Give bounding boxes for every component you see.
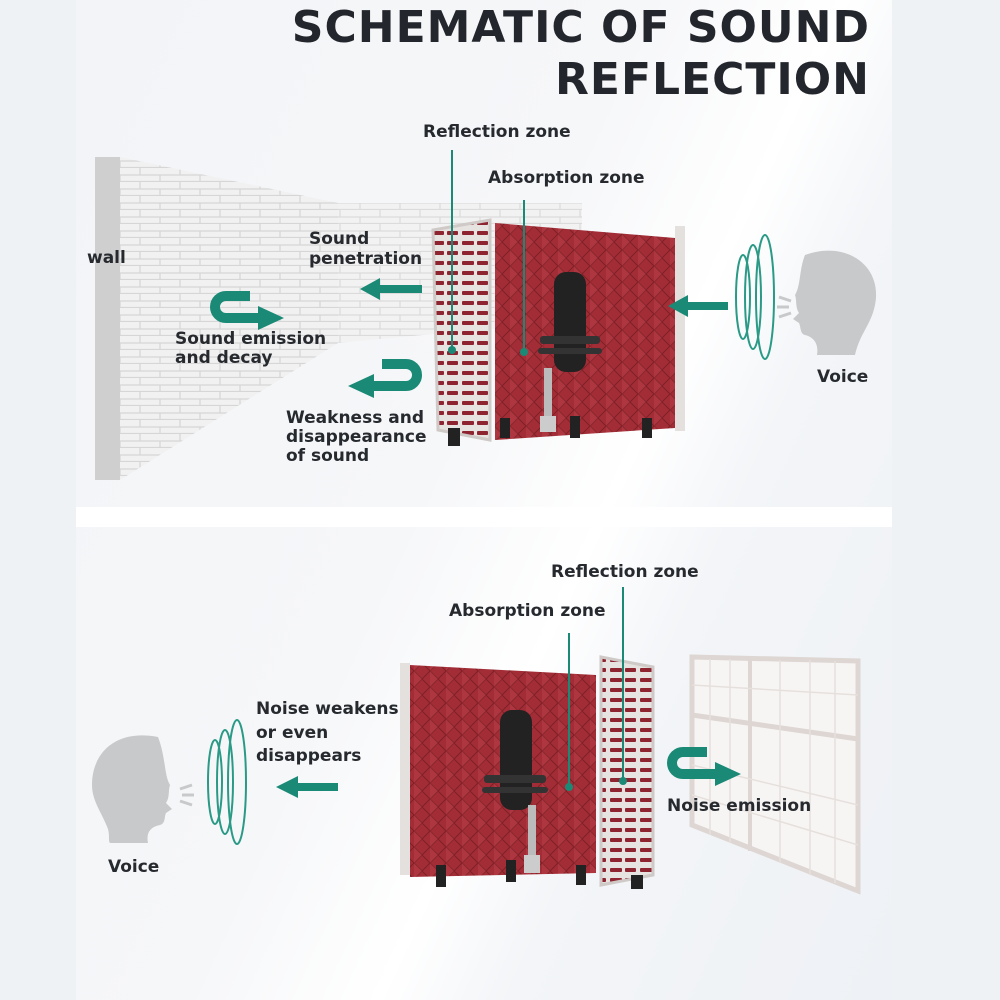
noise-weakens-label-line-2: or even <box>256 723 329 743</box>
emission-label-line-2: and decay <box>175 348 273 368</box>
penetration-label-line-2: penetration <box>309 249 423 269</box>
noise-weakens-label-line-3: disappears <box>256 746 362 766</box>
penetration-label-line-1: Sound <box>309 229 370 249</box>
penetration-arrow <box>360 278 422 300</box>
microphone <box>538 272 602 432</box>
section-divider <box>76 507 892 527</box>
reflection-panel <box>599 655 655 887</box>
voice-label-bottom: Voice <box>108 857 160 877</box>
left-panel-edge <box>400 663 410 875</box>
absorption-zone-leader-bottom <box>565 633 573 791</box>
speaking-head-icon <box>92 735 194 843</box>
absorption-zone-label-top: Absorption zone <box>488 168 645 188</box>
absorption-zone-leader-top <box>520 200 528 356</box>
emission-uturn-arrow <box>210 291 284 330</box>
emission-label-line-1: Sound emission <box>175 329 327 349</box>
reflection-zone-leader-top <box>448 150 456 354</box>
wall-label: wall <box>87 248 126 268</box>
microphone <box>482 710 548 873</box>
title-line-1: SCHEMATIC OF SOUND <box>291 2 870 53</box>
isolation-shield-bottom <box>400 655 655 889</box>
voice-to-shield-arrow <box>668 295 728 317</box>
weakness-label-line-2: disappearance <box>286 427 427 447</box>
reflection-zone-label-bottom: Reflection zone <box>551 562 699 582</box>
noise-emission-uturn-arrow <box>667 747 741 786</box>
reflection-zone-leader-bottom <box>619 587 627 785</box>
noise-emission-label: Noise emission <box>667 796 812 816</box>
speaking-head-icon <box>777 250 877 355</box>
right-panel-edge <box>675 226 685 431</box>
reflection-panel <box>431 218 492 442</box>
sound-waves-icon <box>207 719 247 845</box>
title-line-2: REFLECTION <box>555 54 870 105</box>
wall-edge <box>95 157 120 480</box>
noise-weakens-label-line-1: Noise weakens <box>256 699 399 719</box>
noise-weakens-arrow <box>276 776 338 798</box>
isolation-shield-top <box>431 218 685 446</box>
weakness-label-line-1: Weakness and <box>286 408 424 428</box>
reflection-zone-label-top: Reflection zone <box>423 122 571 142</box>
weakness-label-line-3: of sound <box>286 446 370 466</box>
absorption-zone-label-bottom: Absorption zone <box>449 601 606 621</box>
voice-label-top: Voice <box>817 367 869 387</box>
window-illustration <box>689 654 861 895</box>
sound-waves-icon <box>735 234 775 360</box>
weakness-uturn-arrow <box>348 359 422 398</box>
